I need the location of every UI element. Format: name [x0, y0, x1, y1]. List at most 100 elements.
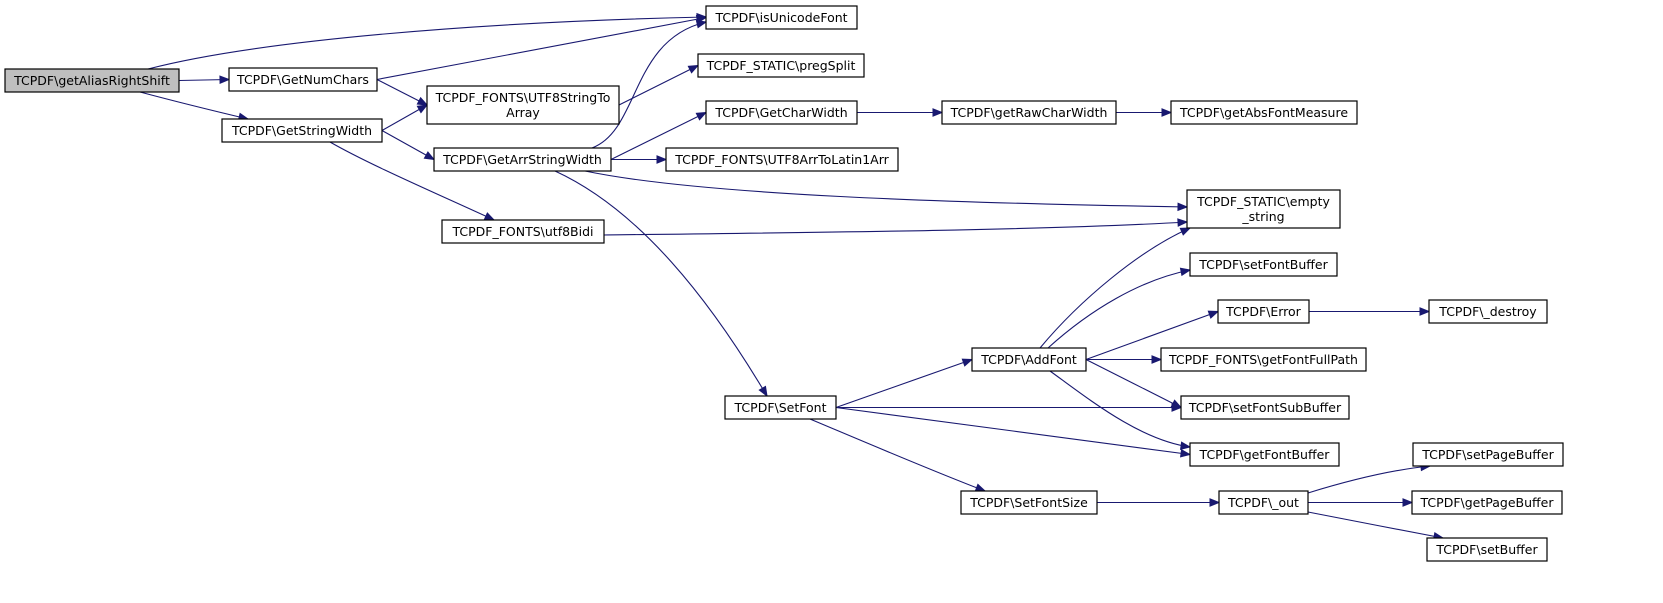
edge-line	[603, 221, 1188, 236]
edge-getarrstringwidth-to-getcharwidth	[610, 111, 708, 160]
node-addfont[interactable]: TCPDF\AddFont	[971, 347, 1087, 372]
node-utf8bidi[interactable]: TCPDF_FONTS\utf8Bidi	[441, 219, 605, 244]
node-setfont[interactable]: TCPDF\SetFont	[724, 395, 837, 420]
node-label: TCPDF\isUnicodeFont	[714, 10, 847, 25]
node-utf8arrtolatin1arr[interactable]: TCPDF_FONTS\UTF8ArrToLatin1Arr	[665, 147, 899, 172]
node-setpagebuffer[interactable]: TCPDF\setPageBuffer	[1412, 442, 1564, 467]
edge-addfont-to-error	[1085, 310, 1220, 361]
edge-getarrstringwidth-to-setfont	[554, 170, 768, 398]
node-label: TCPDF_STATIC\pregSplit	[706, 58, 856, 73]
edge-utf8bidi-to-empty_string	[603, 218, 1189, 236]
edge-getrawcharwidth-to-getabsfontmeasure	[1115, 108, 1173, 117]
node-setfontsubbuffer[interactable]: TCPDF\setFontSubBuffer	[1180, 395, 1350, 420]
node-error[interactable]: TCPDF\Error	[1217, 299, 1310, 324]
arrow-head-icon	[1402, 498, 1414, 507]
edge-line	[1049, 370, 1191, 448]
node-box	[433, 147, 612, 172]
node-box	[1180, 395, 1350, 420]
node-getnumchars[interactable]: TCPDF\GetNumChars	[228, 67, 378, 92]
node-box	[665, 147, 899, 172]
node-label: TCPDF_FONTS\UTF8ArrToLatin1Arr	[674, 152, 889, 167]
node-empty-string[interactable]: TCPDF_STATIC\empty_string	[1186, 189, 1341, 229]
arrow-head-icon	[1179, 267, 1192, 277]
node-isunicodefont[interactable]: TCPDF\isUnicodeFont	[705, 5, 858, 30]
edge-error-to-destroy	[1308, 307, 1431, 316]
node-getcharwidth[interactable]: TCPDF\GetCharWidth	[705, 100, 858, 125]
edge-addfont-to-setfontbuffer	[1047, 267, 1192, 349]
edge-line	[147, 16, 707, 70]
node-getrawcharwidth[interactable]: TCPDF\getRawCharWidth	[941, 100, 1117, 125]
edge-line	[584, 170, 1188, 208]
edge-line	[1085, 359, 1182, 408]
edge-line	[610, 112, 707, 160]
edge-line	[591, 21, 707, 149]
node-getpagebuffer[interactable]: TCPDF\getPageBuffer	[1411, 490, 1563, 515]
edge-out-to-setbuffer	[1307, 511, 1445, 541]
node-setfontsize[interactable]: TCPDF\SetFontSize	[960, 490, 1098, 515]
arrow-head-icon	[1209, 498, 1221, 507]
node-label: TCPDF\GetArrStringWidth	[442, 152, 602, 167]
edge-getaliasrightshift-to-getstringwidth	[139, 91, 250, 122]
edge-addfont-to-getfontfullpath	[1085, 355, 1163, 364]
edge-getarrstringwidth-to-isunicodefont	[591, 19, 708, 149]
edge-line	[1047, 269, 1191, 349]
node-box	[221, 118, 383, 143]
arrow-head-icon	[758, 385, 768, 398]
edge-line	[1307, 465, 1431, 494]
node-box	[705, 100, 858, 125]
node-setfontbuffer[interactable]: TCPDF\setFontBuffer	[1189, 252, 1338, 277]
arrow-head-icon	[1161, 108, 1173, 117]
node-label: Array	[506, 105, 540, 120]
arrow-head-icon	[416, 96, 429, 106]
edge-utf8stringtoarray-to-pregsplit	[618, 64, 700, 106]
node-label: TCPDF_FONTS\getFontFullPath	[1168, 352, 1358, 367]
node-label: TCPDF\getRawCharWidth	[950, 105, 1108, 120]
node-box	[971, 347, 1087, 372]
node-box	[1186, 189, 1341, 229]
node-label: TCPDF\AddFont	[980, 352, 1077, 367]
edge-addfont-to-getfontbuffer	[1049, 370, 1192, 450]
node-getabsfontmeasure[interactable]: TCPDF\getAbsFontMeasure	[1170, 100, 1358, 125]
edge-setfont-to-setfontsubbuffer	[836, 403, 1183, 412]
node-box	[1218, 490, 1309, 515]
node-getaliasrightshift[interactable]: TCPDF\getAliasRightShift	[4, 68, 180, 93]
arrow-head-icon	[1179, 441, 1192, 450]
node-getfontbuffer[interactable]: TCPDF\getFontBuffer	[1189, 442, 1340, 467]
node-getstringwidth[interactable]: TCPDF\GetStringWidth	[221, 118, 383, 143]
edge-line	[1085, 310, 1219, 361]
arrow-head-icon	[695, 111, 708, 121]
node-box	[1428, 299, 1548, 324]
edge-line	[554, 170, 768, 397]
edge-getstringwidth-to-getarrstringwidth	[381, 130, 436, 161]
edge-line	[835, 406, 1191, 456]
node-destroy[interactable]: TCPDF\_destroy	[1428, 299, 1548, 324]
node-box	[960, 490, 1098, 515]
node-box	[724, 395, 837, 420]
edge-getnumchars-to-utf8stringtoarray	[376, 79, 429, 106]
arrow-head-icon	[1180, 448, 1192, 458]
arrow-head-icon	[423, 151, 436, 161]
arrow-head-icon	[1419, 307, 1431, 316]
node-setbuffer[interactable]: TCPDF\setBuffer	[1426, 537, 1548, 562]
edge-line	[139, 91, 249, 120]
node-out[interactable]: TCPDF\_out	[1218, 490, 1309, 515]
edge-setfont-to-addfont	[835, 358, 974, 409]
node-label: TCPDF\setBuffer	[1435, 542, 1538, 557]
node-getfontfullpath[interactable]: TCPDF_FONTS\getFontFullPath	[1160, 347, 1367, 372]
node-box	[426, 85, 620, 125]
arrow-head-icon	[974, 483, 987, 492]
node-box	[1160, 347, 1367, 372]
edge-line	[1039, 227, 1191, 349]
node-getarrstringwidth[interactable]: TCPDF\GetArrStringWidth	[433, 147, 612, 172]
node-label: TCPDF\SetFontSize	[969, 495, 1088, 510]
node-label: _string	[1241, 209, 1284, 224]
node-label: TCPDF_STATIC\empty	[1196, 194, 1330, 209]
node-box	[1412, 442, 1564, 467]
node-label: TCPDF\_out	[1227, 495, 1299, 510]
node-pregsplit[interactable]: TCPDF_STATIC\pregSplit	[697, 53, 865, 78]
node-box	[1217, 299, 1310, 324]
node-label: TCPDF\setFontBuffer	[1198, 257, 1328, 272]
edge-out-to-setpagebuffer	[1307, 462, 1432, 494]
